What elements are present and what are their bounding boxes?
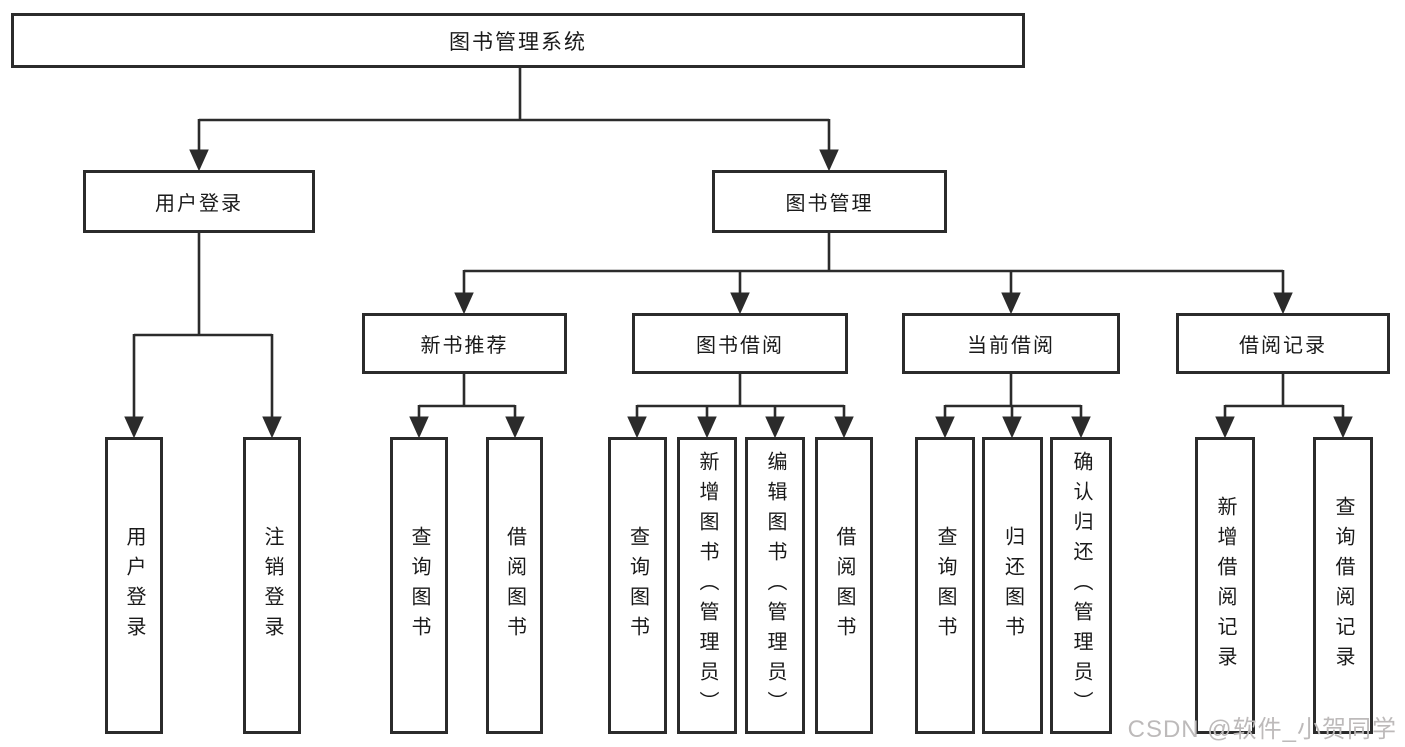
leaf-query-book-3: 查询图书 [915, 437, 975, 734]
node-book-management-label: 图书管理 [785, 193, 874, 215]
leaf-confirm-return-admin: 确认归还（管理员） [1050, 437, 1112, 734]
leaf-borrow-book-2: 借阅图书 [815, 437, 873, 734]
node-new-book-recommend-label: 新书推荐 [420, 335, 509, 357]
leaf-borrow-book-1-label: 借阅图书 [503, 525, 526, 646]
leaf-add-book-admin: 新增图书（管理员） [677, 437, 737, 734]
leaf-logout: 注销登录 [243, 437, 301, 734]
leaf-query-book-1-label: 查询图书 [408, 525, 430, 646]
leaf-logout-label: 注销登录 [261, 525, 283, 646]
connector-borrow-records-children [1215, 374, 1353, 439]
leaf-edit-book-admin-label: 编辑图书（管理员） [764, 450, 786, 721]
leaf-return-book: 归还图书 [982, 437, 1043, 734]
connector-book-borrow-children [627, 374, 854, 439]
leaf-borrow-book-2-label: 借阅图书 [833, 525, 855, 646]
leaf-add-borrow-record-label: 新增借阅记录 [1214, 495, 1236, 676]
connector-new-book-children [409, 374, 525, 439]
node-current-borrow-label: 当前借阅 [967, 335, 1055, 357]
leaf-user-login: 用户登录 [105, 437, 163, 734]
leaf-query-book-1: 查询图书 [390, 437, 448, 734]
node-borrow-records-label: 借阅记录 [1239, 335, 1327, 357]
connector-current-borrow-children [935, 374, 1091, 439]
watermark: CSDN @软件_小贺同学 [1127, 716, 1397, 743]
node-root-label: 图书管理系统 [449, 30, 587, 54]
leaf-edit-book-admin: 编辑图书（管理员） [745, 437, 805, 734]
leaf-query-book-2: 查询图书 [608, 437, 667, 734]
leaf-confirm-return-admin-label: 确认归还（管理员） [1070, 450, 1092, 721]
leaf-return-book-label: 归还图书 [1001, 525, 1024, 646]
node-user-login: 用户登录 [83, 170, 315, 233]
connector-user-login-children [124, 231, 282, 439]
leaf-query-book-3-label: 查询图书 [934, 525, 956, 646]
node-root: 图书管理系统 [11, 13, 1025, 68]
connector-root-to-level2 [189, 68, 839, 172]
leaf-borrow-book-1: 借阅图书 [486, 437, 543, 734]
node-current-borrow: 当前借阅 [902, 313, 1120, 374]
connector-book-management-to-level3 [454, 233, 1293, 315]
leaf-query-borrow-record: 查询借阅记录 [1313, 437, 1373, 734]
node-borrow-records: 借阅记录 [1176, 313, 1390, 374]
node-book-borrow-label: 图书借阅 [696, 335, 784, 357]
node-user-login-label: 用户登录 [155, 193, 243, 215]
leaf-query-borrow-record-label: 查询借阅记录 [1332, 495, 1354, 676]
leaf-add-book-admin-label: 新增图书（管理员） [696, 450, 718, 721]
leaf-user-login-label: 用户登录 [123, 525, 145, 646]
node-book-management: 图书管理 [712, 170, 947, 233]
leaf-add-borrow-record: 新增借阅记录 [1195, 437, 1255, 734]
node-new-book-recommend: 新书推荐 [362, 313, 567, 374]
node-book-borrow: 图书借阅 [632, 313, 848, 374]
leaf-query-book-2-label: 查询图书 [626, 525, 649, 646]
